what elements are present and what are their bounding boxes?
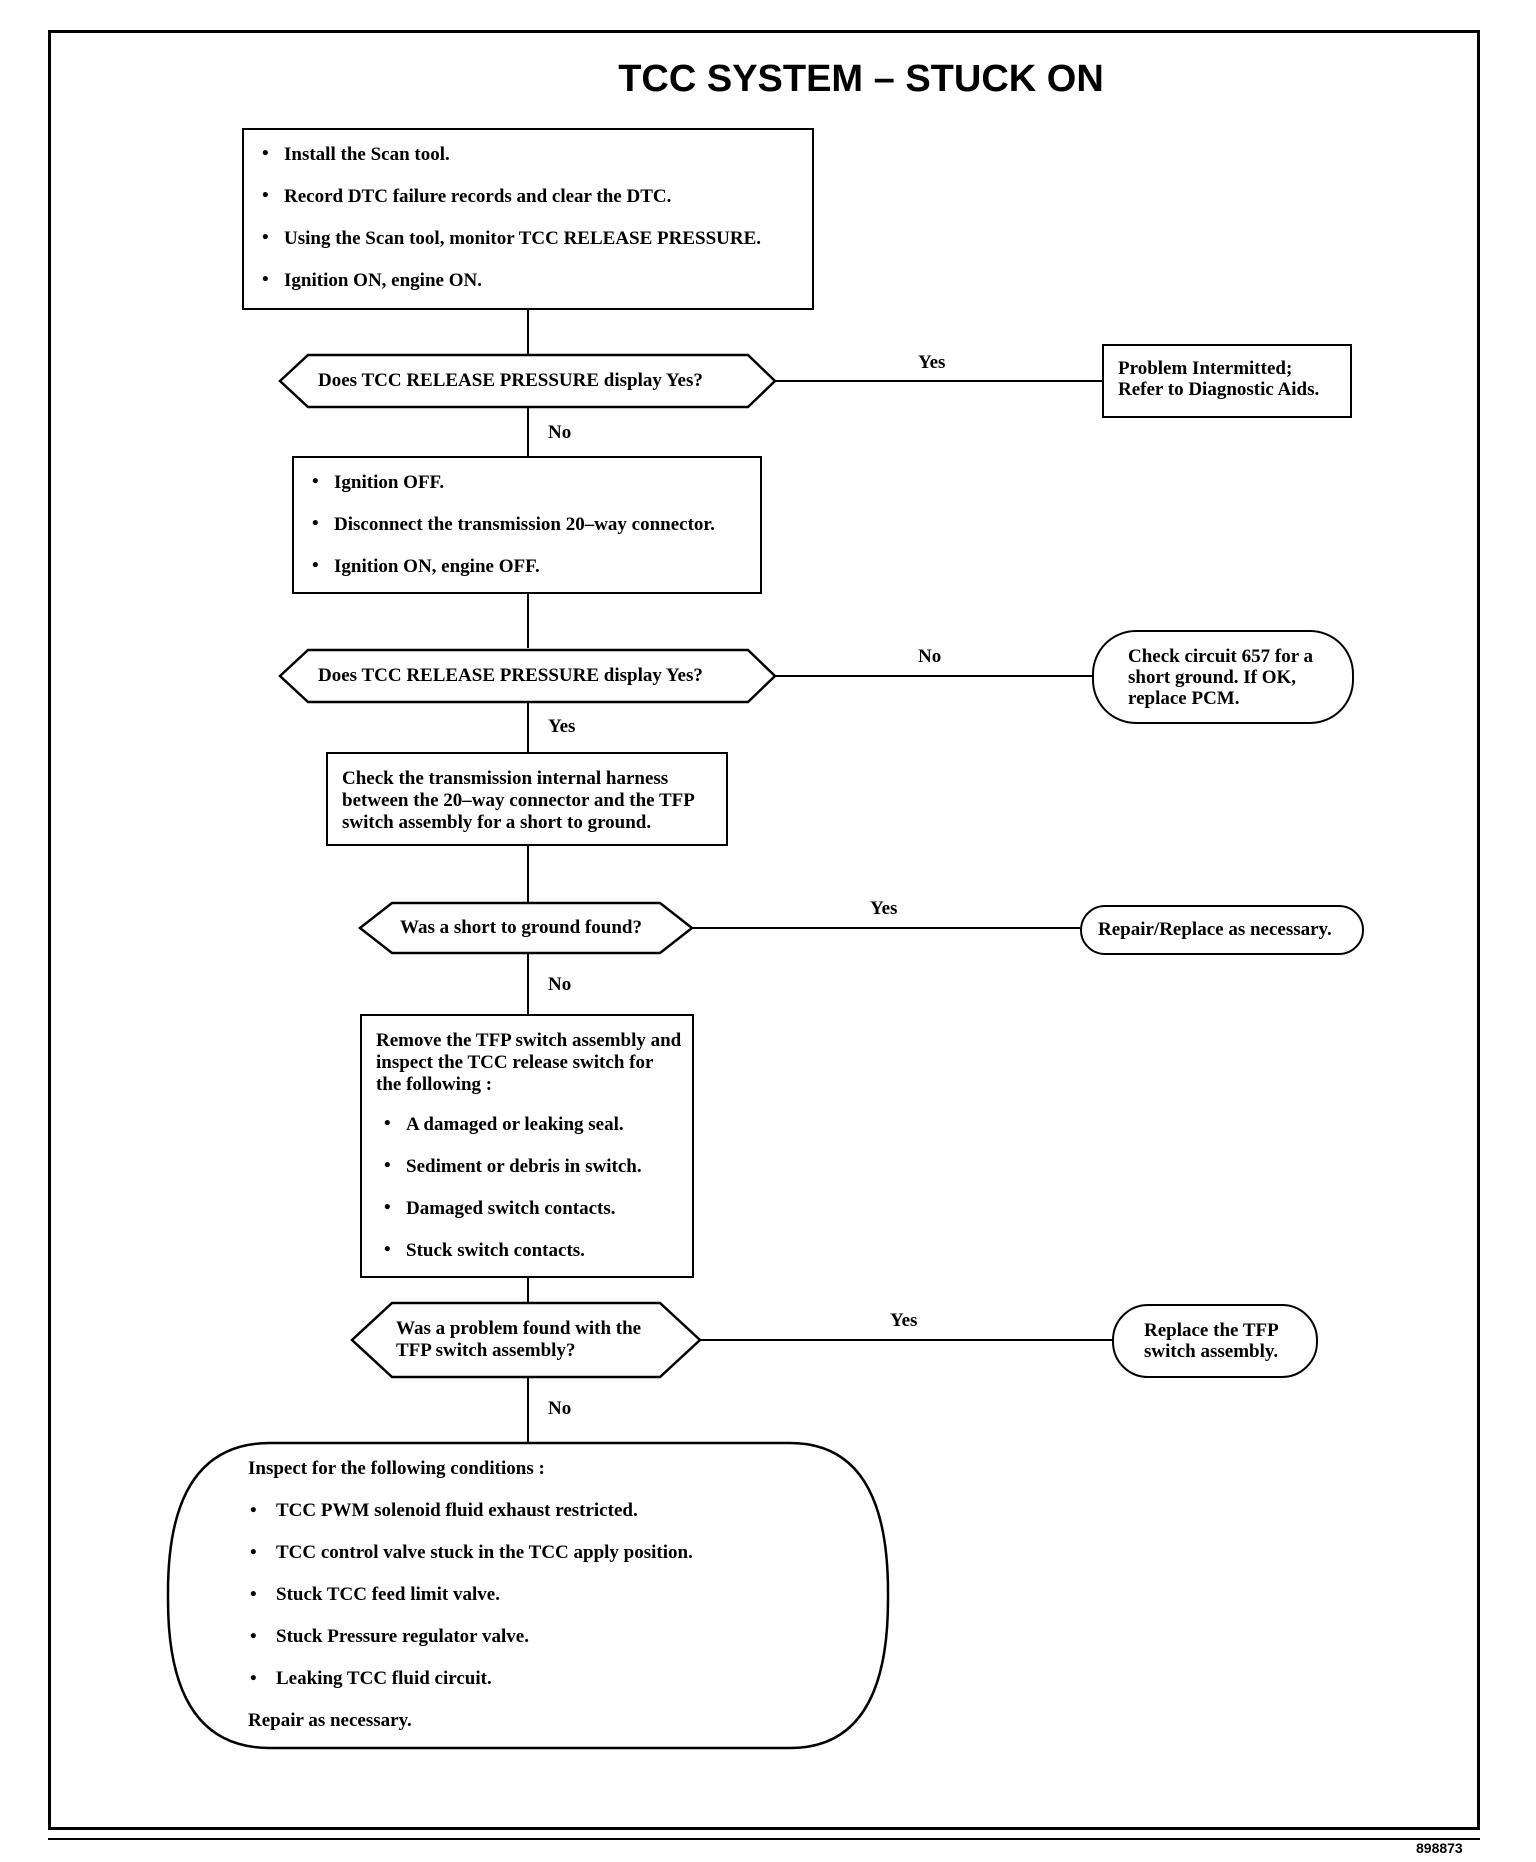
step-item: A damaged or leaking seal. — [376, 1113, 682, 1136]
decision-text-4: Was a problem found with the TFP switch … — [396, 1318, 642, 1361]
label-d4-no: No — [548, 1398, 572, 1419]
terminal-problem-intermitted: Problem Intermitted; Refer to Diagnostic… — [1102, 344, 1352, 418]
bottom-rule — [48, 1838, 1480, 1840]
final-item: •Stuck TCC feed limit valve. — [250, 1584, 500, 1605]
final-conditions-shape — [166, 1441, 890, 1750]
step-item: Using the Scan tool, monitor TCC RELEASE… — [254, 227, 802, 250]
decision-diamond-1 — [278, 353, 777, 409]
figure-id: 898873 — [1416, 1840, 1463, 1856]
final-item: •Stuck Pressure regulator valve. — [250, 1626, 529, 1647]
step-item: Sediment or debris in switch. — [376, 1155, 682, 1178]
label-d2-yes: Yes — [548, 716, 576, 737]
label-d1-no: No — [548, 422, 572, 443]
step-item: Stuck switch contacts. — [376, 1239, 682, 1262]
terminal-repair-replace: Repair/Replace as necessary. — [1080, 905, 1364, 955]
label-d2-no: No — [918, 646, 942, 667]
page-frame — [48, 30, 1480, 1830]
final-conditions: Inspect for the following conditions : •… — [248, 1458, 868, 1732]
label-d3-yes: Yes — [870, 898, 898, 919]
final-item: •TCC PWM solenoid fluid exhaust restrict… — [250, 1500, 638, 1521]
step-ignition-off: Ignition OFF. Disconnect the transmissio… — [292, 456, 762, 594]
step-item: Ignition OFF. — [304, 471, 750, 494]
decision-diamond-4 — [350, 1301, 702, 1379]
step-item: Damaged switch contacts. — [376, 1197, 682, 1220]
terminal-check-circuit-657: Check circuit 657 for a short ground. If… — [1092, 630, 1354, 724]
terminal-replace-tfp-switch: Replace the TFP switch assembly. — [1112, 1304, 1318, 1378]
step-item: Install the Scan tool. — [254, 143, 802, 166]
label-d3-no: No — [548, 974, 572, 995]
decision-diamond-3 — [357, 901, 695, 955]
decision-text-2: Does TCC RELEASE PRESSURE display Yes? — [318, 665, 703, 686]
final-item: •TCC control valve stuck in the TCC appl… — [250, 1542, 693, 1563]
step-item: Record DTC failure records and clear the… — [254, 185, 802, 208]
label-d4-yes: Yes — [890, 1310, 918, 1331]
final-outro: Repair as necessary. — [248, 1710, 412, 1731]
final-intro: Inspect for the following conditions : — [248, 1458, 545, 1479]
step-install-scan-tool: Install the Scan tool. Record DTC failur… — [242, 128, 814, 310]
decision-text-1: Does TCC RELEASE PRESSURE display Yes? — [318, 370, 703, 391]
decision-text-3: Was a short to ground found? — [400, 917, 642, 938]
step-check-harness: Check the transmission internal harness … — [326, 752, 728, 846]
step-remove-tfp-switch: Remove the TFP switch assembly and inspe… — [360, 1014, 694, 1278]
final-item: •Leaking TCC fluid circuit. — [250, 1668, 492, 1689]
step-intro: Remove the TFP switch assembly and inspe… — [376, 1030, 682, 1095]
step-item: Ignition ON, engine ON. — [254, 269, 802, 292]
label-d1-yes: Yes — [918, 352, 946, 373]
decision-diamond-2 — [278, 648, 777, 704]
final-list: •TCC PWM solenoid fluid exhaust restrict… — [248, 1500, 868, 1690]
step-item: Ignition ON, engine OFF. — [304, 555, 750, 578]
step-item: Disconnect the transmission 20–way conne… — [304, 513, 750, 536]
page-title: TCC SYSTEM – STUCK ON — [618, 58, 1104, 100]
